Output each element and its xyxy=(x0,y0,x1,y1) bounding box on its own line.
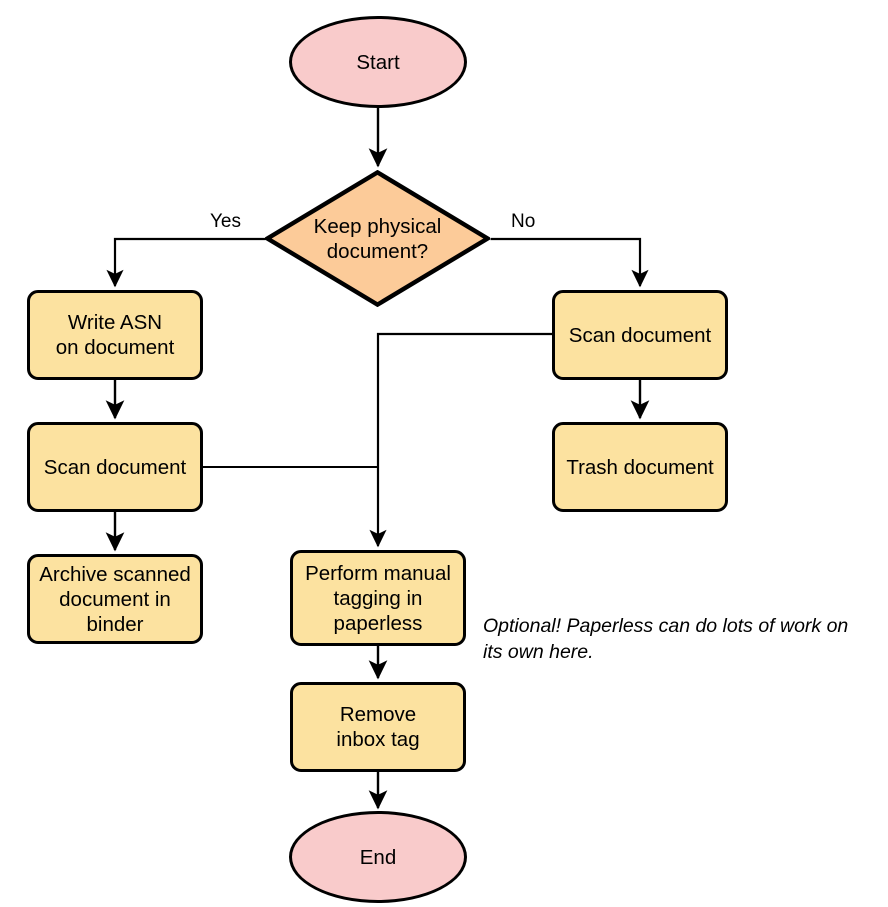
node-scan-left-label: Scan document xyxy=(43,455,187,479)
edge-decision-no-to-scan-right xyxy=(490,237,649,288)
node-end[interactable]: End xyxy=(289,811,467,903)
edge-label-no: No xyxy=(511,211,536,232)
node-decision-label: Keep physical document? xyxy=(313,214,442,263)
node-scan-document-left[interactable]: Scan document xyxy=(27,422,203,512)
node-trash-label: Trash document xyxy=(566,455,714,479)
diamond-shape xyxy=(265,170,490,307)
node-write-asn-label: Write ASN on document xyxy=(55,311,175,359)
node-remove-inbox-tag[interactable]: Remove inbox tag xyxy=(290,682,466,772)
edge-decision-yes-to-write-asn xyxy=(106,237,266,288)
node-trash-document[interactable]: Trash document xyxy=(552,422,728,512)
node-start[interactable]: Start xyxy=(289,16,467,108)
node-archive-label: Archive scanned document in binder xyxy=(39,562,191,636)
node-end-label: End xyxy=(359,845,397,869)
node-start-label: Start xyxy=(356,50,400,74)
edge-label-yes: Yes xyxy=(210,211,241,232)
node-scan-document-right[interactable]: Scan document xyxy=(552,290,728,380)
annotation-optional-note: Optional! Paperless can do lots of work … xyxy=(483,614,849,663)
edge-scan-right-to-manual-tagging xyxy=(369,332,552,548)
node-manual-tagging-label: Perform manual tagging in paperless xyxy=(305,561,451,635)
node-remove-inbox-label: Remove inbox tag xyxy=(336,703,420,751)
node-write-asn-on-document[interactable]: Write ASN on document xyxy=(27,290,203,380)
node-decision-keep-physical-document[interactable]: Keep physical document? xyxy=(265,170,490,307)
node-scan-right-label: Scan document xyxy=(568,323,712,347)
node-perform-manual-tagging[interactable]: Perform manual tagging in paperless xyxy=(290,550,466,646)
node-archive-scanned-document[interactable]: Archive scanned document in binder xyxy=(27,554,203,644)
